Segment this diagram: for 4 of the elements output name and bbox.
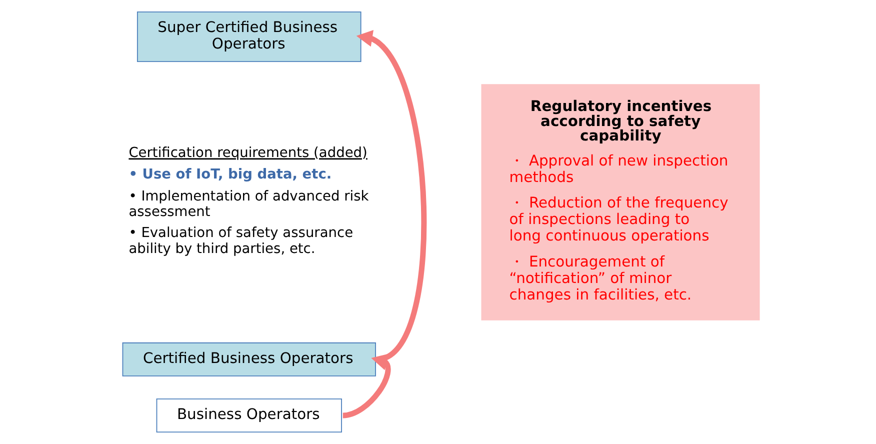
label: Certification requirements (added) (128, 145, 367, 162)
label: • Implementation of advanced risk assessment (128, 188, 368, 220)
label: • Use of IoT, big data, etc. (128, 166, 332, 182)
label: • Evaluation of safety assurance ability by third parties, etc. (128, 225, 353, 257)
